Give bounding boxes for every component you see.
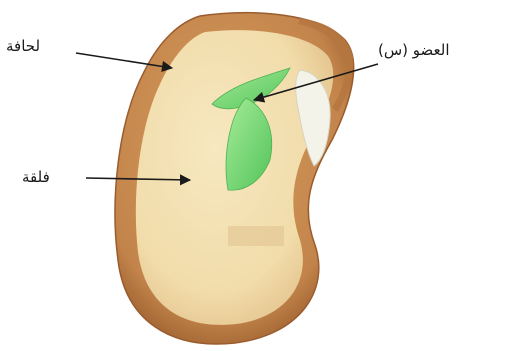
organ-x-label: العضو (س) <box>378 41 450 59</box>
rim-label: لحافة <box>6 37 40 55</box>
cotyledon-label: فلقة <box>22 168 50 186</box>
cotyledon-shade <box>228 226 284 246</box>
